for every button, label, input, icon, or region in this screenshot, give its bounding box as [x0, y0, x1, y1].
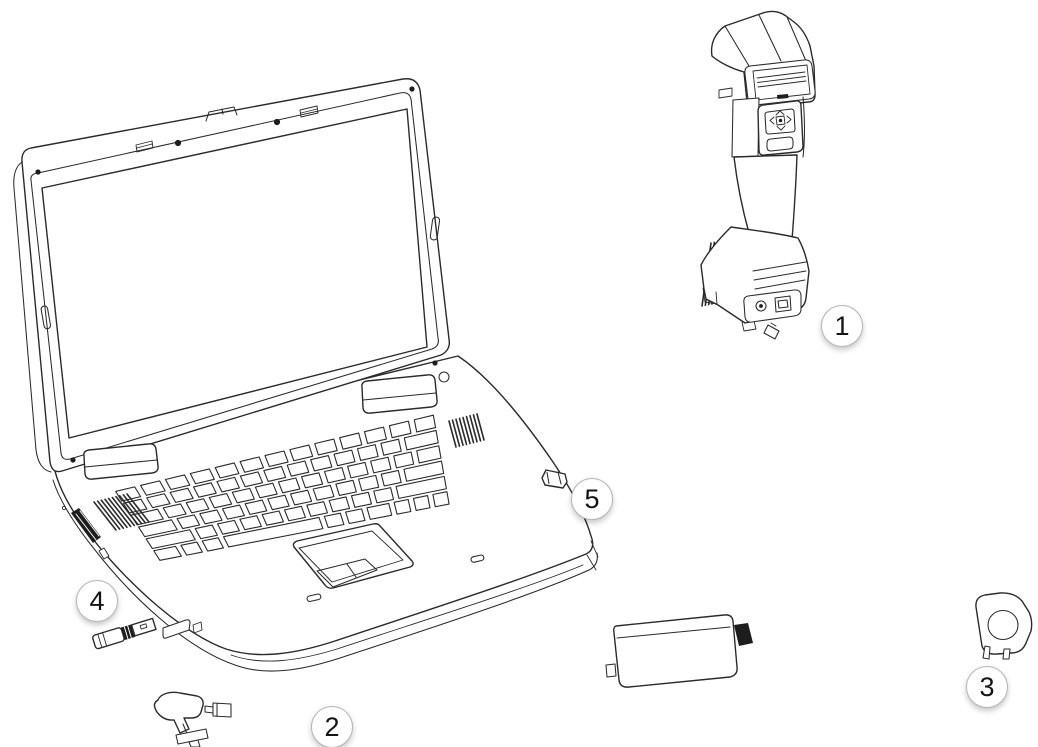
bezel-button-right [429, 216, 441, 241]
usb-connector [92, 617, 157, 650]
webcam-icon [174, 139, 182, 147]
screw-lock-pin [175, 723, 209, 747]
indicator-icon [135, 140, 154, 153]
callout-5-usb-dongle: 5 [571, 478, 613, 520]
callout-number: 2 [324, 711, 340, 742]
touchpad [292, 523, 414, 589]
head-bracket [718, 87, 733, 99]
usb-dongle [541, 469, 568, 489]
security-slot-icon [61, 505, 67, 511]
laptop-lid [13, 78, 451, 473]
base-grooves [752, 261, 807, 290]
data-port-icon [774, 295, 792, 313]
screen [41, 108, 428, 439]
plug-face [987, 609, 1019, 641]
side-vent-lines [75, 510, 100, 541]
window-lines [756, 71, 807, 88]
callout-number: 4 [89, 585, 105, 616]
screw-icon [35, 169, 41, 175]
laptop-base-bottom-edge [52, 479, 598, 672]
dpad-arrows-icon [769, 110, 792, 131]
window-inner [752, 64, 811, 101]
base-ports [743, 289, 802, 323]
scanner [700, 10, 816, 340]
dc-plug [204, 702, 232, 718]
head-facet-lines [724, 14, 807, 67]
strain-relief [734, 623, 753, 646]
callout-2-dc-connector: 2 [311, 706, 353, 747]
usb-hole-icon [139, 623, 148, 630]
scanner-neck [731, 97, 760, 158]
control-panel [757, 100, 804, 156]
callout-number: 3 [979, 671, 995, 702]
indicator-icon [299, 105, 319, 118]
window-slot [777, 94, 789, 99]
hinges [83, 374, 438, 480]
deck-slot-right [470, 554, 485, 563]
callout-1-scanner-cable: 1 [821, 305, 863, 347]
bezel-inner-line [30, 92, 439, 460]
dpad-dot [778, 118, 783, 123]
connectors [92, 592, 1033, 747]
power-plug [975, 592, 1033, 660]
laptop [13, 78, 758, 672]
base-corner-lines [586, 540, 599, 571]
callout-3-power-plug: 3 [966, 666, 1008, 708]
lid-latch [205, 106, 238, 122]
trigger-button [766, 136, 794, 152]
screw-icon [70, 457, 76, 463]
scanner-feet [702, 287, 757, 332]
dpad-center [775, 115, 786, 126]
callout-4-usb-connector: 4 [76, 580, 118, 622]
screw-icon [432, 360, 438, 366]
hinge-pivot-icon [438, 371, 450, 383]
screw-icon [409, 86, 415, 92]
optical-drive-slot [162, 619, 191, 639]
scanner-grip [733, 154, 798, 241]
callout-number: 5 [584, 483, 600, 514]
callout-number: 1 [834, 310, 850, 341]
power-adapter [605, 614, 753, 688]
side-slot [98, 547, 110, 560]
bezel-button-left [40, 305, 52, 330]
body-edge [802, 96, 806, 158]
projector-window [744, 59, 816, 106]
touchpad-buttons [316, 558, 378, 588]
scanner-connector [763, 322, 780, 340]
deck-slot-left [306, 593, 322, 602]
eject-button [192, 621, 203, 634]
keyboard [115, 414, 450, 561]
adapter-body [613, 614, 738, 688]
y-splitter [153, 691, 204, 734]
lid-side-thickness [13, 161, 52, 473]
laptop-base-step-line [230, 564, 584, 662]
plug-prongs [982, 645, 1011, 660]
webcam-icon [273, 118, 281, 126]
power-port-icon [755, 300, 767, 312]
dpad-outline [764, 108, 796, 135]
